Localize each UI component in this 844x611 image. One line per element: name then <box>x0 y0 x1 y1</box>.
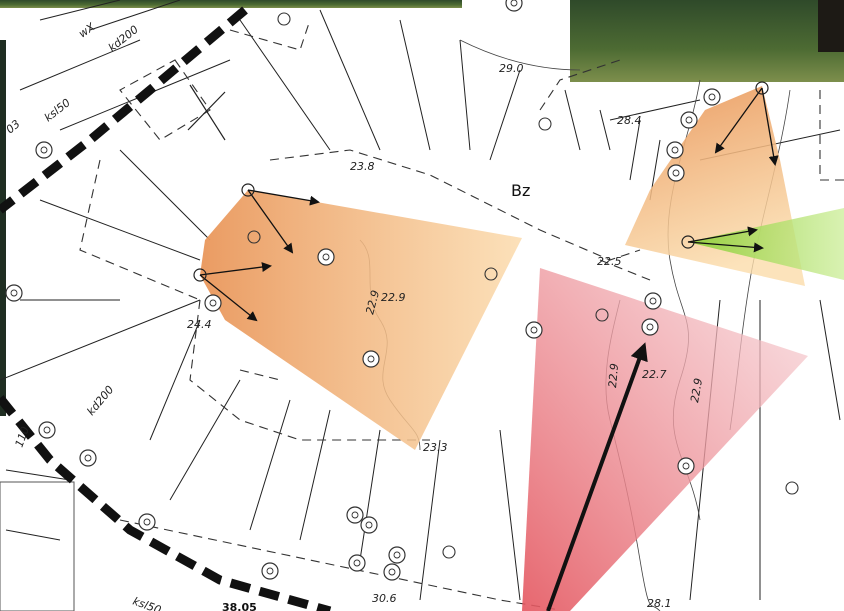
contour-label: 22.9 <box>606 363 621 389</box>
utility-label: ksl50 <box>131 595 163 611</box>
contour-label: 22.9 <box>363 289 382 316</box>
elevation-label: 28.1 <box>647 597 672 610</box>
photo-inset-left <box>0 40 6 416</box>
elevation-label: 28.4 <box>617 114 642 127</box>
site-boundary-line-lower <box>0 395 332 611</box>
contour-label: 22.7 <box>642 368 667 381</box>
photo-direction-arrow-icon <box>199 87 779 322</box>
utility-label: 03 <box>4 117 23 136</box>
green-view-cone <box>688 208 844 280</box>
cross-mark-icon <box>187 84 226 141</box>
tree-outline <box>247 12 799 559</box>
elevation-label: 24.4 <box>187 318 212 331</box>
elevation-label: 23.3 <box>423 441 448 454</box>
photo-inset-top <box>0 0 462 8</box>
contour-label: 22.9 <box>688 377 705 403</box>
photo-inset-tree-trunk <box>818 0 844 52</box>
elevation-label: 38.05 <box>222 601 257 611</box>
utility-label: wX <box>76 20 97 40</box>
utility-label: ksl50 <box>42 96 73 124</box>
observer-point <box>193 81 769 282</box>
elevation-label: 29.0 <box>499 62 524 75</box>
elevation-label: 23.8 <box>350 160 375 173</box>
red-view-cone <box>522 268 808 611</box>
photo-direction-arrow-icon <box>546 342 648 611</box>
elevation-label: 22.9 <box>381 291 406 304</box>
site-boundary-line <box>0 6 248 214</box>
utility-label: kd200 <box>84 383 116 418</box>
white-panel <box>0 481 75 611</box>
utility-label: 110 <box>13 425 32 449</box>
zone-label: Bz <box>511 181 530 200</box>
photo-inset-top-right <box>570 0 844 82</box>
utility-label: kd200 <box>106 23 141 54</box>
elevation-label: 22.5 <box>597 255 622 268</box>
orange-view-cone <box>200 190 522 450</box>
elevation-label: 30.6 <box>372 592 397 605</box>
